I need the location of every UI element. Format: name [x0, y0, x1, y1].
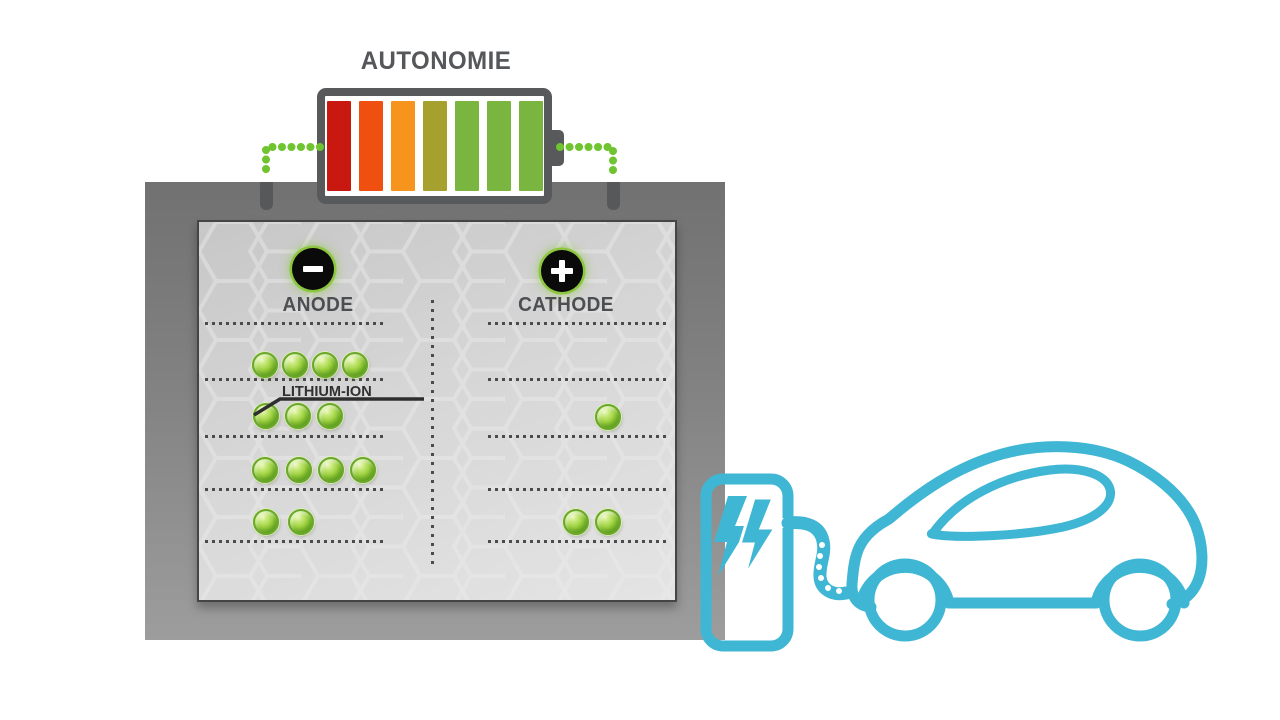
lithium-ion-sphere [285, 403, 311, 429]
battery-gauge-icon [317, 88, 552, 204]
electrode-shelf-dotted-line [488, 435, 669, 438]
lithium-ion-sphere [312, 352, 338, 378]
lithium-ion-sphere [253, 509, 279, 535]
battery-charge-bar [358, 101, 383, 191]
lithium-ion-sphere [595, 404, 621, 430]
electrode-shelf-dotted-line [488, 540, 669, 543]
battery-charge-bar [486, 101, 511, 191]
battery-charge-bar [518, 101, 543, 191]
lithium-ion-sphere [288, 509, 314, 535]
electrode-shelf-dotted-line [205, 435, 386, 438]
cathode-label: CATHODE [518, 294, 614, 316]
battery-charge-bar [390, 101, 415, 191]
minus-bar [303, 266, 323, 272]
electrode-shelf-dotted-line [488, 322, 669, 325]
electrode-shelf-dotted-line [205, 540, 386, 543]
lithium-ion-sphere [342, 352, 368, 378]
lithium-ion-sphere [350, 457, 376, 483]
wire-slot-left [260, 182, 273, 210]
electrode-shelf-dotted-line [205, 378, 386, 381]
lithium-ion-sphere [252, 352, 278, 378]
battery-charge-bar [422, 101, 447, 191]
electrode-shelf-dotted-line [205, 488, 386, 491]
lithium-ion-sphere [595, 509, 621, 535]
electrode-shelf-dotted-line [488, 488, 669, 491]
minus-icon [292, 248, 334, 290]
lithium-ion-sphere [253, 403, 279, 429]
anode-label: ANODE [282, 294, 354, 316]
lithium-ion-sphere [282, 352, 308, 378]
lithium-ion-sphere [286, 457, 312, 483]
lithium-ion-sphere [317, 403, 343, 429]
separator-dotted-line [431, 300, 434, 566]
lithium-ion-sphere [563, 509, 589, 535]
wire-slot-right [607, 182, 620, 210]
lithium-ion-sphere [252, 457, 278, 483]
battery-charge-bar [326, 101, 351, 191]
electrode-shelf-dotted-line [205, 322, 386, 325]
page-title: AUTONOMIE [360, 47, 512, 75]
electrode-shelf-dotted-line [488, 378, 669, 381]
lithium-ion-sphere [318, 457, 344, 483]
battery-charge-bar [454, 101, 479, 191]
plus-icon [541, 250, 583, 292]
plus-shape [551, 260, 573, 282]
lithium-ion-label: LITHIUM-ION [282, 383, 372, 400]
